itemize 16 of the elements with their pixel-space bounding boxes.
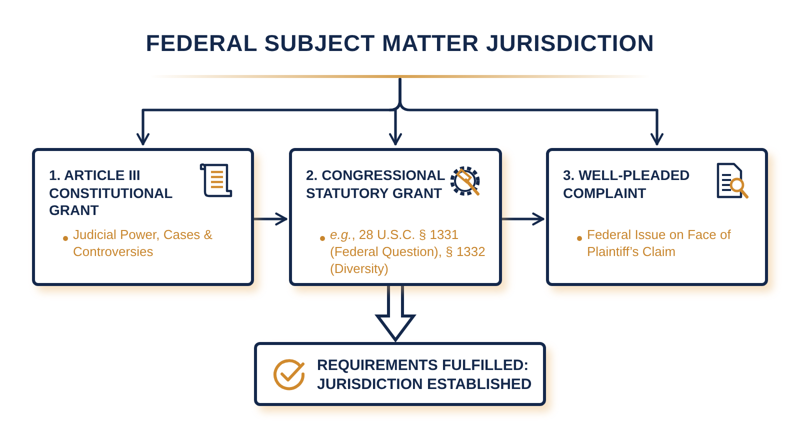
box-heading: 2. CONGRESSIONAL STATUTORY GRANT — [306, 167, 446, 202]
process-box — [546, 148, 768, 286]
title: FEDERAL SUBJECT MATTER JURISDICTION — [144, 30, 656, 57]
arrow — [398, 78, 664, 146]
arrow — [252, 212, 288, 226]
bullet-text: Judicial Power, Cases & Controversies — [73, 227, 214, 261]
result-box — [254, 342, 546, 406]
process-box — [32, 148, 254, 286]
box-heading: 3. WELL-PLEADED COMPLAINT — [563, 167, 691, 202]
bullet-text: Federal Issue on Face of Plaintiff’s Claim — [587, 227, 732, 261]
bullet-text: e.g., 28 U.S.C. § 1331 (Federal Question), § 1332 (Diversity) — [330, 227, 486, 278]
box-heading: 1. ARTICLE III CONSTITUTIONAL GRANT — [49, 167, 174, 220]
arrow — [500, 212, 544, 226]
block-arrow — [374, 284, 416, 342]
process-box — [289, 148, 502, 286]
result-text: REQUIREMENTS FULFILLED: JURISDICTION ESTABLISHED — [317, 357, 533, 394]
